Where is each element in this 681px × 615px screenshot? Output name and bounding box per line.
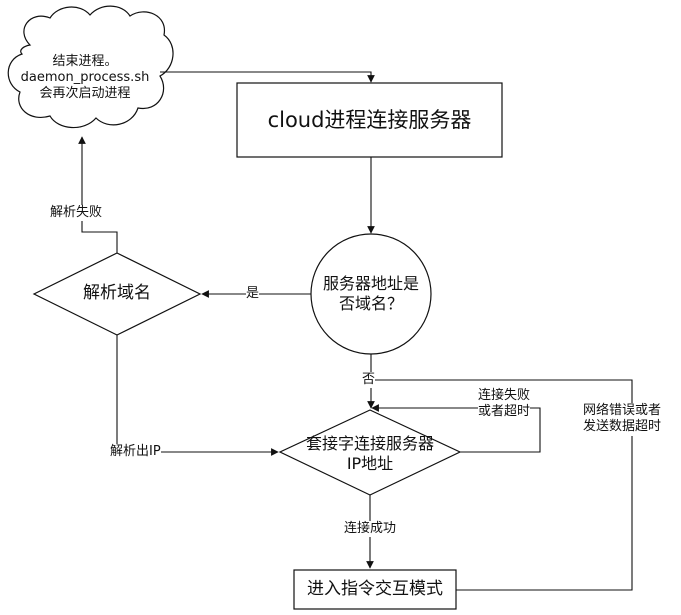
- edge-label-no: 否: [362, 372, 376, 389]
- edge-resolved-ip: [116, 335, 279, 456]
- start-box-label: cloud进程连接服务器: [267, 107, 472, 132]
- decision-line-2: 否域名？: [338, 294, 403, 313]
- network-error-line-1: 网络错误或者: [583, 403, 662, 418]
- socket-diamond-text: 套接字连接服务器 IP地址: [286, 430, 454, 478]
- connect-fail-line-1: 连接失败: [478, 388, 531, 403]
- socket-line-1: 套接字连接服务器: [305, 434, 434, 453]
- edge-label-yes: 是: [246, 286, 260, 303]
- cloud-line-3: 会再次启动进程: [39, 86, 131, 102]
- cloud-note-text: 结束进程。 daemon_process.sh 会再次启动进程: [6, 48, 164, 108]
- start-box-shape: [236, 82, 503, 158]
- edge-label-network-error: 网络错误或者 发送数据超时: [583, 403, 662, 436]
- connect-fail-line-2: 或者超时: [478, 404, 531, 420]
- cloud-line-2: daemon_process.sh: [20, 69, 150, 85]
- edge-label-connect-success: 连接成功: [344, 521, 397, 538]
- cloud-shape: [7, 5, 174, 129]
- socket-line-2: IP地址: [346, 454, 394, 473]
- edge-cloud-to-start: [160, 71, 375, 83]
- edge-label-parse-fail: 解析失败: [50, 205, 103, 222]
- edge-parse-fail: [78, 136, 118, 253]
- edge-label-connect-fail: 连接失败 或者超时: [478, 388, 531, 421]
- edge-network-error: [371, 379, 633, 591]
- resolve-diamond-label: 解析域名: [83, 283, 151, 304]
- decision-line-1: 服务器地址是: [322, 274, 419, 293]
- decision-circle-text: 服务器地址是 否域名？: [306, 268, 436, 320]
- network-error-line-2: 发送数据超时: [583, 419, 662, 435]
- interactive-box-label: 进入指令交互模式: [307, 578, 443, 599]
- edge-label-resolved-ip: 解析出IP: [110, 444, 161, 461]
- edge-connect-fail: [371, 404, 541, 453]
- cloud-line-1: 结束进程。: [52, 53, 118, 69]
